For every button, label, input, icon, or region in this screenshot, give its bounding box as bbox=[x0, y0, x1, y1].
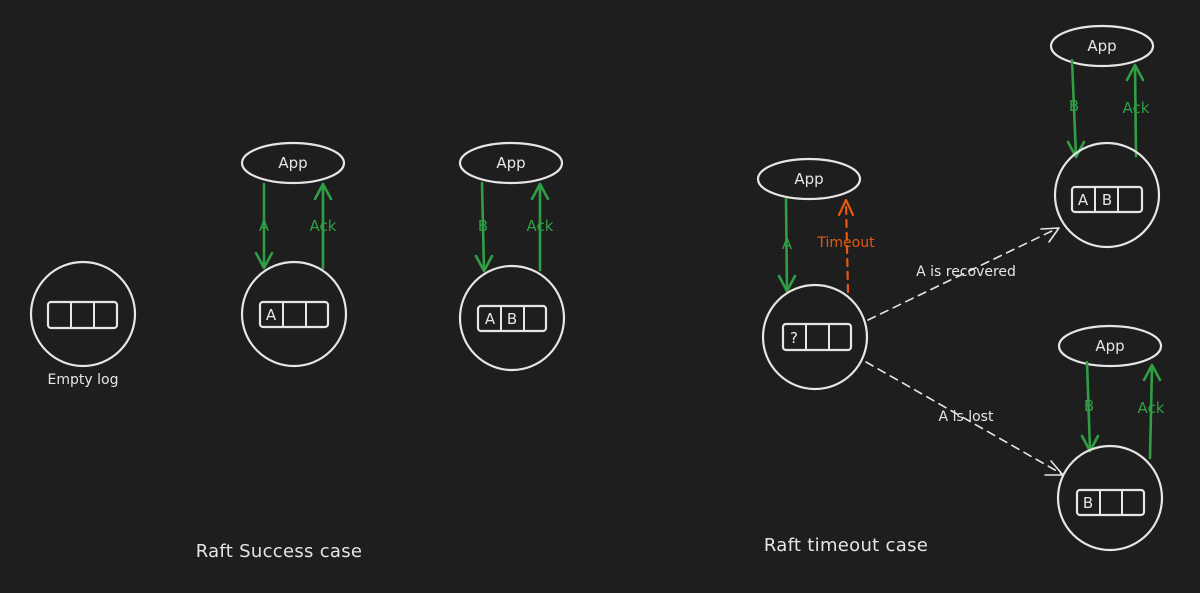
log-cell-2: B bbox=[507, 310, 517, 328]
ack-arrow-recovered bbox=[1133, 64, 1138, 158]
recovered-branch: A is recovered bbox=[867, 227, 1060, 321]
app-label-timeout: App bbox=[794, 170, 823, 188]
timeout-arrow bbox=[844, 200, 850, 294]
recovered-arrow bbox=[867, 227, 1059, 321]
request-label-lost: B bbox=[1084, 397, 1094, 415]
timeout-case: App A Timeout ? bbox=[756, 157, 875, 391]
log-box-lost bbox=[1075, 488, 1146, 517]
log-box-success-2 bbox=[476, 304, 548, 333]
empty-log-label: Empty log bbox=[48, 372, 119, 388]
node-circle-lost bbox=[1056, 444, 1164, 552]
empty-node-circle bbox=[29, 260, 137, 368]
app-node-lost bbox=[1057, 324, 1163, 368]
app-node-success-2 bbox=[458, 141, 564, 185]
timeout-case-title: Raft timeout case bbox=[764, 535, 928, 556]
ack-label-recovered: Ack bbox=[1123, 99, 1150, 117]
node-circle-recovered bbox=[1053, 141, 1161, 249]
app-label-lost: App bbox=[1095, 337, 1124, 355]
request-arrow-recovered bbox=[1070, 58, 1078, 158]
log-cell-2: B bbox=[1102, 191, 1112, 209]
timeout-label: Timeout bbox=[816, 235, 875, 251]
lost-branch: A is lost bbox=[865, 361, 1064, 476]
lost-label: A is lost bbox=[939, 409, 994, 425]
app-label-success-2: App bbox=[496, 154, 525, 172]
node-circle-success-2 bbox=[458, 264, 566, 372]
log-box-success-1 bbox=[258, 300, 330, 329]
app-node-recovered bbox=[1049, 24, 1155, 68]
log-cell-1: A bbox=[1078, 191, 1089, 209]
log-box-recovered bbox=[1070, 185, 1144, 214]
node-circle-timeout bbox=[761, 283, 869, 391]
log-cell-1: A bbox=[266, 306, 277, 324]
log-cell-1: B bbox=[1083, 494, 1093, 512]
request-label-recovered: B bbox=[1069, 97, 1079, 115]
request-label-timeout: A bbox=[782, 235, 793, 253]
app-node-success-1 bbox=[240, 141, 346, 185]
ack-arrow-lost bbox=[1148, 364, 1154, 460]
log-box-timeout bbox=[781, 322, 853, 352]
log-cell-1: A bbox=[485, 310, 496, 328]
success-case-1: App A Ack A bbox=[240, 141, 348, 368]
node-circle-success-1 bbox=[240, 260, 348, 368]
app-node-timeout bbox=[756, 157, 862, 201]
ack-label-success-1: Ack bbox=[310, 217, 337, 235]
ack-label-success-2: Ack bbox=[527, 217, 554, 235]
request-label-success-1: A bbox=[259, 217, 270, 235]
empty-log-node: Empty log bbox=[29, 260, 137, 388]
log-cell-1: ? bbox=[790, 329, 798, 347]
request-label-success-2: B bbox=[478, 217, 488, 235]
request-arrow-timeout bbox=[784, 197, 789, 292]
recovered-outcome: App B Ack A B bbox=[1049, 24, 1161, 249]
request-arrow-lost bbox=[1085, 360, 1092, 452]
lost-outcome: App B Ack B bbox=[1056, 324, 1165, 552]
request-arrow-success-2 bbox=[480, 181, 486, 272]
app-label-recovered: App bbox=[1087, 37, 1116, 55]
success-case-2: App B Ack A B bbox=[458, 141, 566, 372]
success-case-title: Raft Success case bbox=[196, 541, 363, 562]
app-label-success-1: App bbox=[278, 154, 307, 172]
recovered-label: A is recovered bbox=[916, 264, 1016, 280]
ack-label-lost: Ack bbox=[1138, 399, 1165, 417]
empty-log-box bbox=[46, 300, 119, 330]
lost-arrow bbox=[865, 361, 1063, 475]
